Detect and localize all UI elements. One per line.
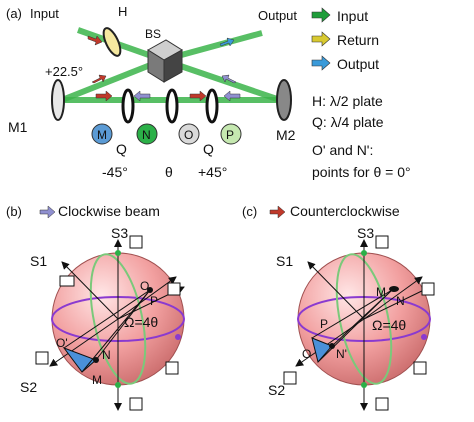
sphere-b-point-p: P xyxy=(150,294,158,308)
angle-plus-45: +45° xyxy=(198,164,227,180)
legend-return: Return xyxy=(337,32,379,48)
poincare-sphere-b xyxy=(35,235,185,411)
point-markers xyxy=(91,123,242,145)
point-o: O xyxy=(184,128,193,142)
h-label: H xyxy=(118,4,127,19)
sphere-b-s2: S2 xyxy=(20,379,37,395)
sphere-b-s3: S3 xyxy=(111,225,128,241)
mirror-m2 xyxy=(276,79,292,121)
sphere-c-s3: S3 xyxy=(357,225,374,241)
input-label: Input xyxy=(30,6,59,21)
sphere-b-point-oprime: O' xyxy=(56,336,68,350)
legend-input: Input xyxy=(337,8,368,24)
sphere-b-point-o: O xyxy=(140,279,149,293)
point-n: N xyxy=(142,128,151,142)
legend-o-note-1: O' and N': xyxy=(312,142,373,158)
sphere-c-point-o: O xyxy=(302,347,311,361)
panel-label-a: (a) xyxy=(6,6,22,21)
angle-minus-45: -45° xyxy=(102,164,128,180)
q-left-label: Q xyxy=(116,141,127,157)
legend-output-arrow xyxy=(311,55,331,71)
quarter-wave-plate-left xyxy=(121,88,135,124)
legend: Input Return Output H: λ/2 plate Q: λ/4 … xyxy=(311,7,411,180)
bs-label: BS xyxy=(145,27,161,41)
m2-label: M2 xyxy=(276,127,296,143)
sphere-b-s1: S1 xyxy=(30,253,47,269)
sphere-c-point-p: P xyxy=(320,317,328,331)
legend-q-note: Q: λ/4 plate xyxy=(312,114,384,130)
sphere-b-omega: Ω=4θ xyxy=(124,314,158,330)
point-m: M xyxy=(97,128,107,142)
point-p: P xyxy=(226,128,234,142)
sphere-b-title: Clockwise beam xyxy=(58,203,160,219)
half-wave-plate-theta xyxy=(165,88,179,124)
angle-plus-22: +22.5° xyxy=(45,64,83,79)
legend-h-note: H: λ/2 plate xyxy=(312,93,383,109)
m1-label: M1 xyxy=(8,119,28,135)
counterclockwise-arrow-icon xyxy=(269,205,286,219)
panel-label-c: (c) xyxy=(242,204,257,219)
theta-label: θ xyxy=(165,164,173,180)
legend-input-arrow xyxy=(311,7,331,23)
sphere-c-title: Counterclockwise xyxy=(290,203,400,219)
sphere-b-point-n: N xyxy=(102,348,111,362)
poincare-sphere-c xyxy=(283,235,435,411)
sphere-c-point-m: M xyxy=(376,285,386,299)
beam-arrows xyxy=(87,35,241,102)
clockwise-arrow-icon xyxy=(39,205,56,219)
sphere-c-s1: S1 xyxy=(276,253,293,269)
legend-return-arrow xyxy=(311,31,331,47)
legend-output: Output xyxy=(337,56,379,72)
half-wave-plate xyxy=(102,27,122,57)
panel-label-b: (b) xyxy=(6,204,22,219)
q-right-label: Q xyxy=(203,141,214,157)
quarter-wave-plate-right xyxy=(205,88,219,124)
sphere-c-omega: Ω=4θ xyxy=(372,317,406,333)
mirror-m1 xyxy=(51,79,65,121)
sphere-c-s2: S2 xyxy=(268,382,285,398)
sphere-c-point-n: N xyxy=(396,294,405,308)
output-label: Output xyxy=(258,8,297,23)
legend-o-note-2: points for θ = 0° xyxy=(312,164,411,180)
sphere-b-point-m: M xyxy=(92,373,102,387)
sphere-c-point-nprime: N' xyxy=(336,347,347,361)
beam-splitter xyxy=(147,39,183,83)
